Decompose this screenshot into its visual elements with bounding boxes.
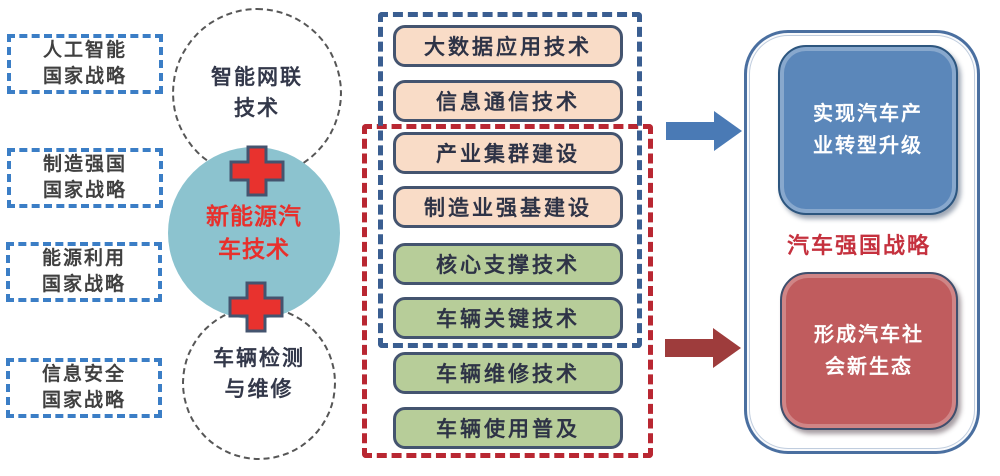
strategy-box-energy: 能源利用 国家战略 [6,242,162,302]
mid-box-core-support-label: 核心支撑技术 [436,253,580,277]
circle-nev-technology-line2: 车技术 [218,236,290,262]
plus-icon [229,145,285,197]
strategy-box-manufacturing-line2: 国家战略 [42,180,127,201]
circle-vehicle-inspection: 车辆检测 与维修 [182,306,336,460]
panel-title: 汽车强国战略 [786,233,931,258]
mid-box-core-support: 核心支撑技术 [393,243,623,285]
circle-vehicle-inspection-text: 车辆检测 与维修 [213,343,305,406]
mid-box-vehicle-key-tech-label: 车辆关键技术 [436,307,580,331]
strategy-box-infosec-line1: 信息安全 [41,364,126,386]
strategy-box-manufacturing: 制造强国 国家战略 [7,148,163,208]
mid-box-vehicle-usage: 车辆使用普及 [393,407,623,449]
strategy-box-ai-line2: 国家战略 [42,66,127,87]
result-box-auto-ecology: 形成汽车社 会新生态 [780,272,958,430]
result-box-auto-ecology-line2: 会新生态 [825,356,913,378]
mid-box-manufacturing-base-label: 制造业强基建设 [424,196,592,220]
industry-upgrade-group-outline [378,12,642,348]
strategy-box-manufacturing-line1: 制造强国 [42,154,127,176]
mid-box-ict: 信息通信技术 [393,80,623,122]
strategy-box-ai-line1: 人工智能 [42,40,127,62]
strategy-box-infosec-line2: 国家战略 [41,390,126,411]
strategy-box-ai: 人工智能 国家战略 [7,34,163,94]
result-box-industry-upgrade-line2: 业转型升级 [813,135,923,157]
mid-box-big-data-label: 大数据应用技术 [424,35,592,59]
circle-intelligent-connected-line1: 智能网联 [211,64,303,89]
mid-box-ict-label: 信息通信技术 [436,90,580,114]
mid-box-manufacturing-base: 制造业强基建设 [393,186,623,228]
mid-box-big-data: 大数据应用技术 [393,25,623,67]
strategy-box-energy-line2: 国家战略 [41,274,126,295]
mid-box-vehicle-maintenance-label: 车辆维修技术 [436,362,580,386]
mid-box-vehicle-maintenance: 车辆维修技术 [393,352,623,394]
circle-vehicle-inspection-line1: 车辆检测 [213,345,305,370]
result-box-industry-upgrade: 实现汽车产 业转型升级 [778,45,958,215]
result-box-auto-ecology-line1: 形成汽车社 [814,324,924,346]
circle-nev-technology-line1: 新能源汽 [206,202,302,229]
blue-arrow-icon [666,111,742,151]
circle-vehicle-inspection-line2: 与维修 [224,377,294,401]
mid-box-vehicle-usage-label: 车辆使用普及 [436,417,580,441]
result-box-industry-upgrade-line1: 实现汽车产 [813,103,923,125]
mid-box-industry-cluster: 产业集群建设 [393,132,623,174]
circle-intelligent-connected-line2: 技术 [234,96,280,120]
strategy-box-infosec: 信息安全 国家战略 [6,358,162,418]
red-arrow-icon [665,328,741,368]
vehicle-power-group-outline [362,124,653,458]
plus-icon [228,281,284,333]
mid-box-industry-cluster-label: 产业集群建设 [436,142,580,166]
mid-box-vehicle-key-tech: 车辆关键技术 [393,297,623,339]
strategy-box-energy-line1: 能源利用 [41,248,126,270]
